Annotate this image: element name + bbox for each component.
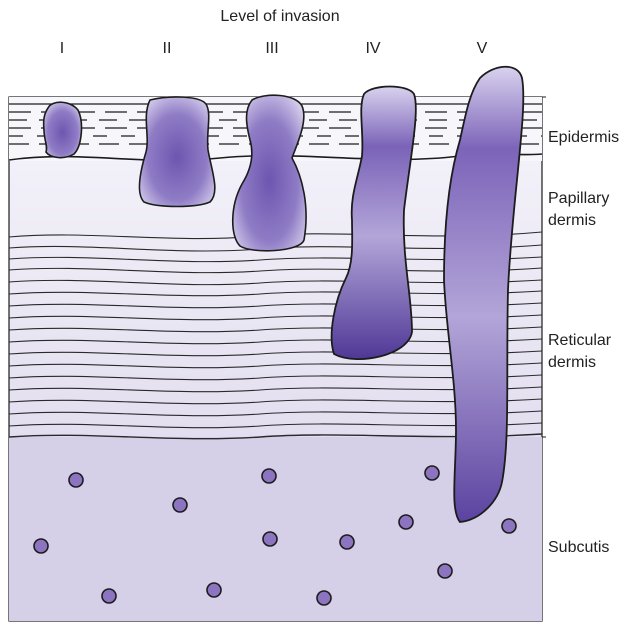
cell	[340, 535, 354, 549]
cell	[425, 466, 439, 480]
cell	[263, 532, 277, 546]
cell	[262, 469, 276, 483]
tumor-level-1	[44, 102, 82, 157]
cell	[207, 583, 221, 597]
cell	[102, 589, 116, 603]
tumor-level-2	[140, 97, 215, 207]
cell	[438, 564, 452, 578]
cell	[399, 515, 413, 529]
label-subcutis: Subcutis	[548, 537, 609, 559]
cell	[502, 519, 516, 533]
label-papillary-dermis: Papillary dermis	[548, 188, 609, 231]
label-epidermis: Epidermis	[548, 127, 619, 149]
cell	[69, 473, 83, 487]
cell	[34, 539, 48, 553]
label-reticular-dermis: Reticular dermis	[548, 330, 611, 373]
cell	[173, 498, 187, 512]
cell	[317, 591, 331, 605]
